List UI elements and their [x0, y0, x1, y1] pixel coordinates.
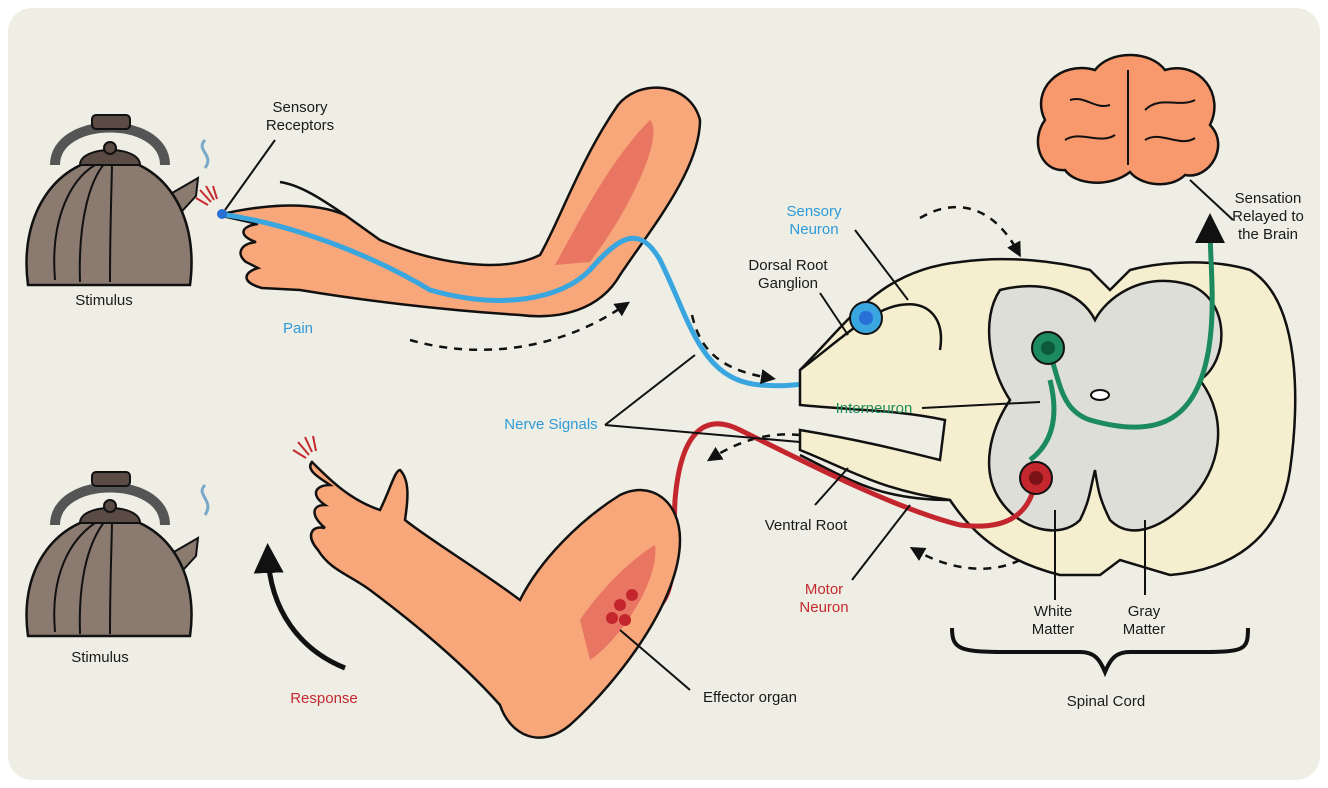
- arm-icon: [310, 462, 680, 738]
- kettle-icon: [27, 115, 198, 285]
- label-ventral-root: Ventral Root: [765, 517, 848, 535]
- pain-spark-icon: [293, 436, 316, 458]
- label-stimulus-top: Stimulus: [75, 292, 133, 310]
- label-sensory-neuron: Sensory Neuron: [774, 203, 854, 239]
- signal-arrow-3: [920, 207, 1018, 252]
- label-response: Response: [290, 690, 358, 708]
- kettle-icon: [27, 472, 198, 636]
- label-sensory-receptors: Sensory Receptors: [260, 99, 340, 135]
- brain-icon: [1038, 55, 1218, 184]
- response-arrow: [268, 555, 345, 668]
- label-pain: Pain: [283, 320, 313, 338]
- label-stimulus-bottom: Stimulus: [71, 649, 129, 667]
- sensory-receptor-dot: [217, 209, 227, 219]
- label-motor-neuron: Motor Neuron: [789, 581, 859, 617]
- label-sensation-relayed: Sensation Relayed to the Brain: [1223, 190, 1313, 244]
- label-gray-matter: Gray Matter: [1114, 603, 1174, 639]
- label-interneuron: Interneuron: [836, 400, 913, 418]
- label-nerve-signals: Nerve Signals: [504, 416, 597, 434]
- steam-icon: [202, 485, 208, 515]
- pain-spark-icon: [196, 186, 217, 205]
- label-spinal-cord: Spinal Cord: [1067, 693, 1145, 711]
- steam-icon: [202, 140, 208, 168]
- label-white-matter: White Matter: [1023, 603, 1083, 639]
- label-dorsal-root-ganglion: Dorsal Root Ganglion: [738, 257, 838, 293]
- label-effector-organ: Effector organ: [703, 689, 797, 707]
